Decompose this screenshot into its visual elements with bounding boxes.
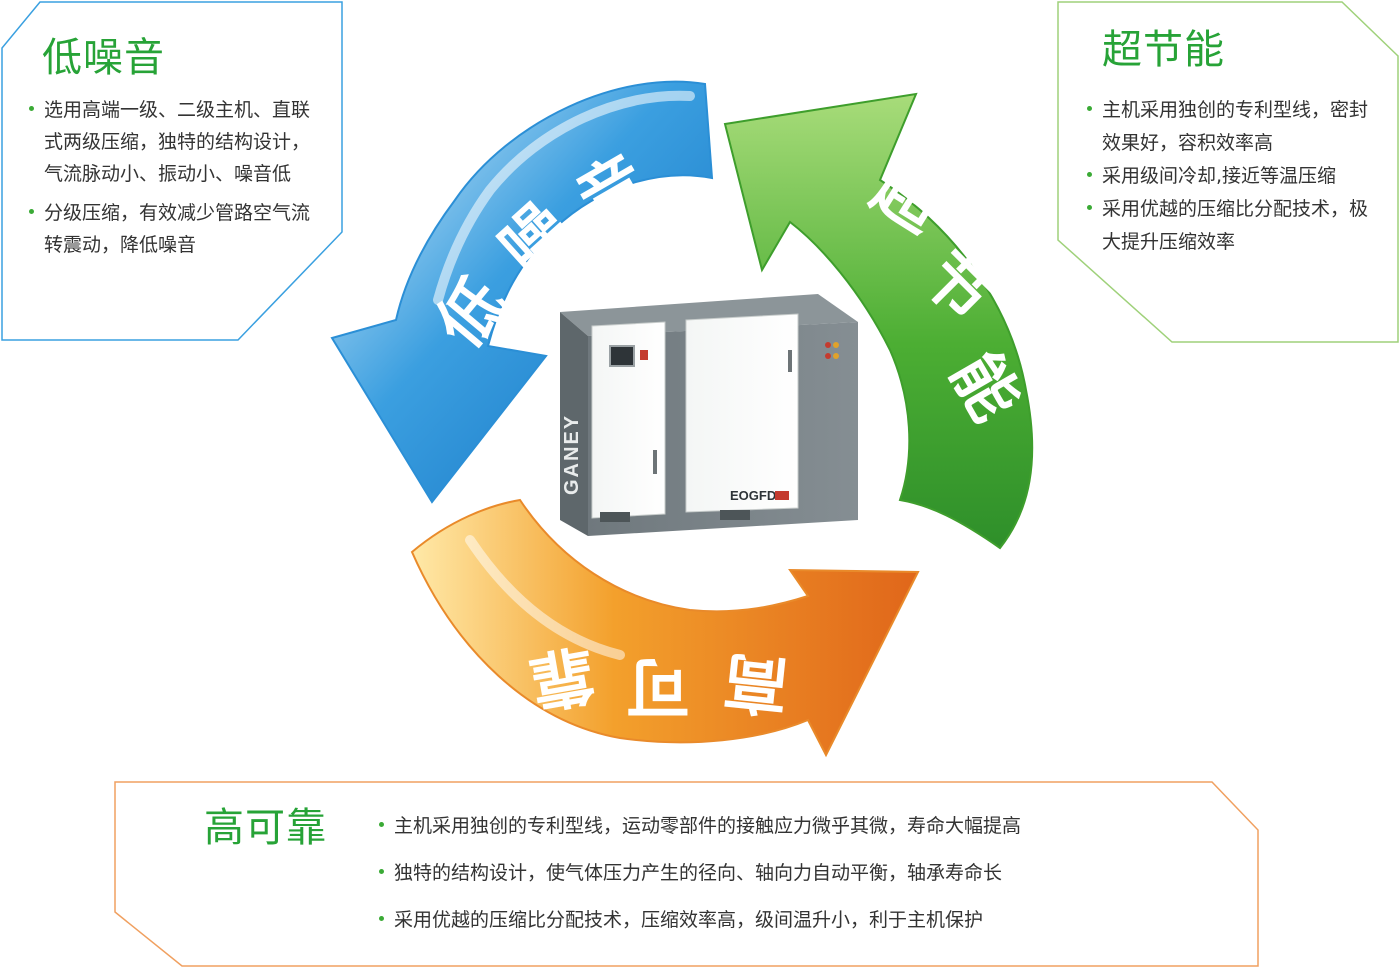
low-noise-title: 低噪音 <box>42 35 165 81</box>
list-item: 采用级间冷却,接近等温压缩 <box>1086 160 1378 193</box>
list-item: 主机采用独创的专利型线，运动零部件的接触应力微乎其微，寿命大幅提高 <box>378 810 1218 842</box>
cabinet-front <box>560 312 588 536</box>
blue-arrow <box>330 80 714 504</box>
low-noise-bullets: 选用高端一级、二级主机、直联式两级压缩，独特的结构设计，气流脉动小、振动小、噪音… <box>28 94 318 268</box>
energy-saving-title: 超节能 <box>1102 27 1225 73</box>
list-item: 独特的结构设计，使气体压力产生的径向、轴向力自动平衡，轴承寿命长 <box>378 857 1218 889</box>
orange-arrow-char-3: 靠 <box>524 634 600 718</box>
blue-arrow-highlight <box>433 90 695 305</box>
brand-logo: EOGFD <box>730 488 776 503</box>
high-reliability-title: 高可靠 <box>204 805 327 851</box>
base-foot-1 <box>600 512 630 522</box>
brand-text: GANEY <box>561 414 583 495</box>
cabinet-door-left <box>591 321 666 519</box>
air-compressor: GANEY EOGFD <box>560 294 858 536</box>
green-arrow <box>723 92 1034 550</box>
orange-arrow <box>410 498 920 758</box>
list-item: 主机采用独创的专利型线，密封效果好，容积效率高 <box>1086 94 1378 160</box>
list-item: 采用优越的压缩比分配技术，压缩效率高，级间温升小，利于主机保护 <box>378 904 1218 936</box>
card-energy-saving-border <box>1057 1 1399 343</box>
energy-saving-bullets: 主机采用独创的专利型线，密封效果好，容积效率高 采用级间冷却,接近等温压缩 采用… <box>1086 94 1378 259</box>
orange-arrow-highlight <box>465 535 625 660</box>
logo-badge <box>775 491 789 500</box>
orange-arrow-char-1: 高 <box>720 642 791 722</box>
list-item: 选用高端一级、二级主机、直联式两级压缩，独特的结构设计，气流脉动小、振动小、噪音… <box>28 94 318 190</box>
card-low-noise-border <box>1 1 343 341</box>
orange-arrow-char-2: 可 <box>626 649 690 723</box>
list-item: 采用优越的压缩比分配技术，极大提升压缩效率 <box>1086 193 1378 259</box>
door-handle-2 <box>788 350 792 372</box>
door-handle <box>653 450 657 474</box>
list-item: 分级压缩，有效减少管路空气流转震动，降低噪音 <box>28 197 318 261</box>
card-high-reliability-border <box>114 781 1259 967</box>
control-screen <box>609 345 635 367</box>
base-foot-2 <box>720 510 750 520</box>
side-lights <box>825 342 839 359</box>
high-reliability-bullets: 主机采用独创的专利型线，运动零部件的接触应力微乎其微，寿命大幅提高 独特的结构设… <box>378 810 1218 951</box>
cabinet-door-right <box>685 313 799 513</box>
stop-button <box>640 350 648 360</box>
